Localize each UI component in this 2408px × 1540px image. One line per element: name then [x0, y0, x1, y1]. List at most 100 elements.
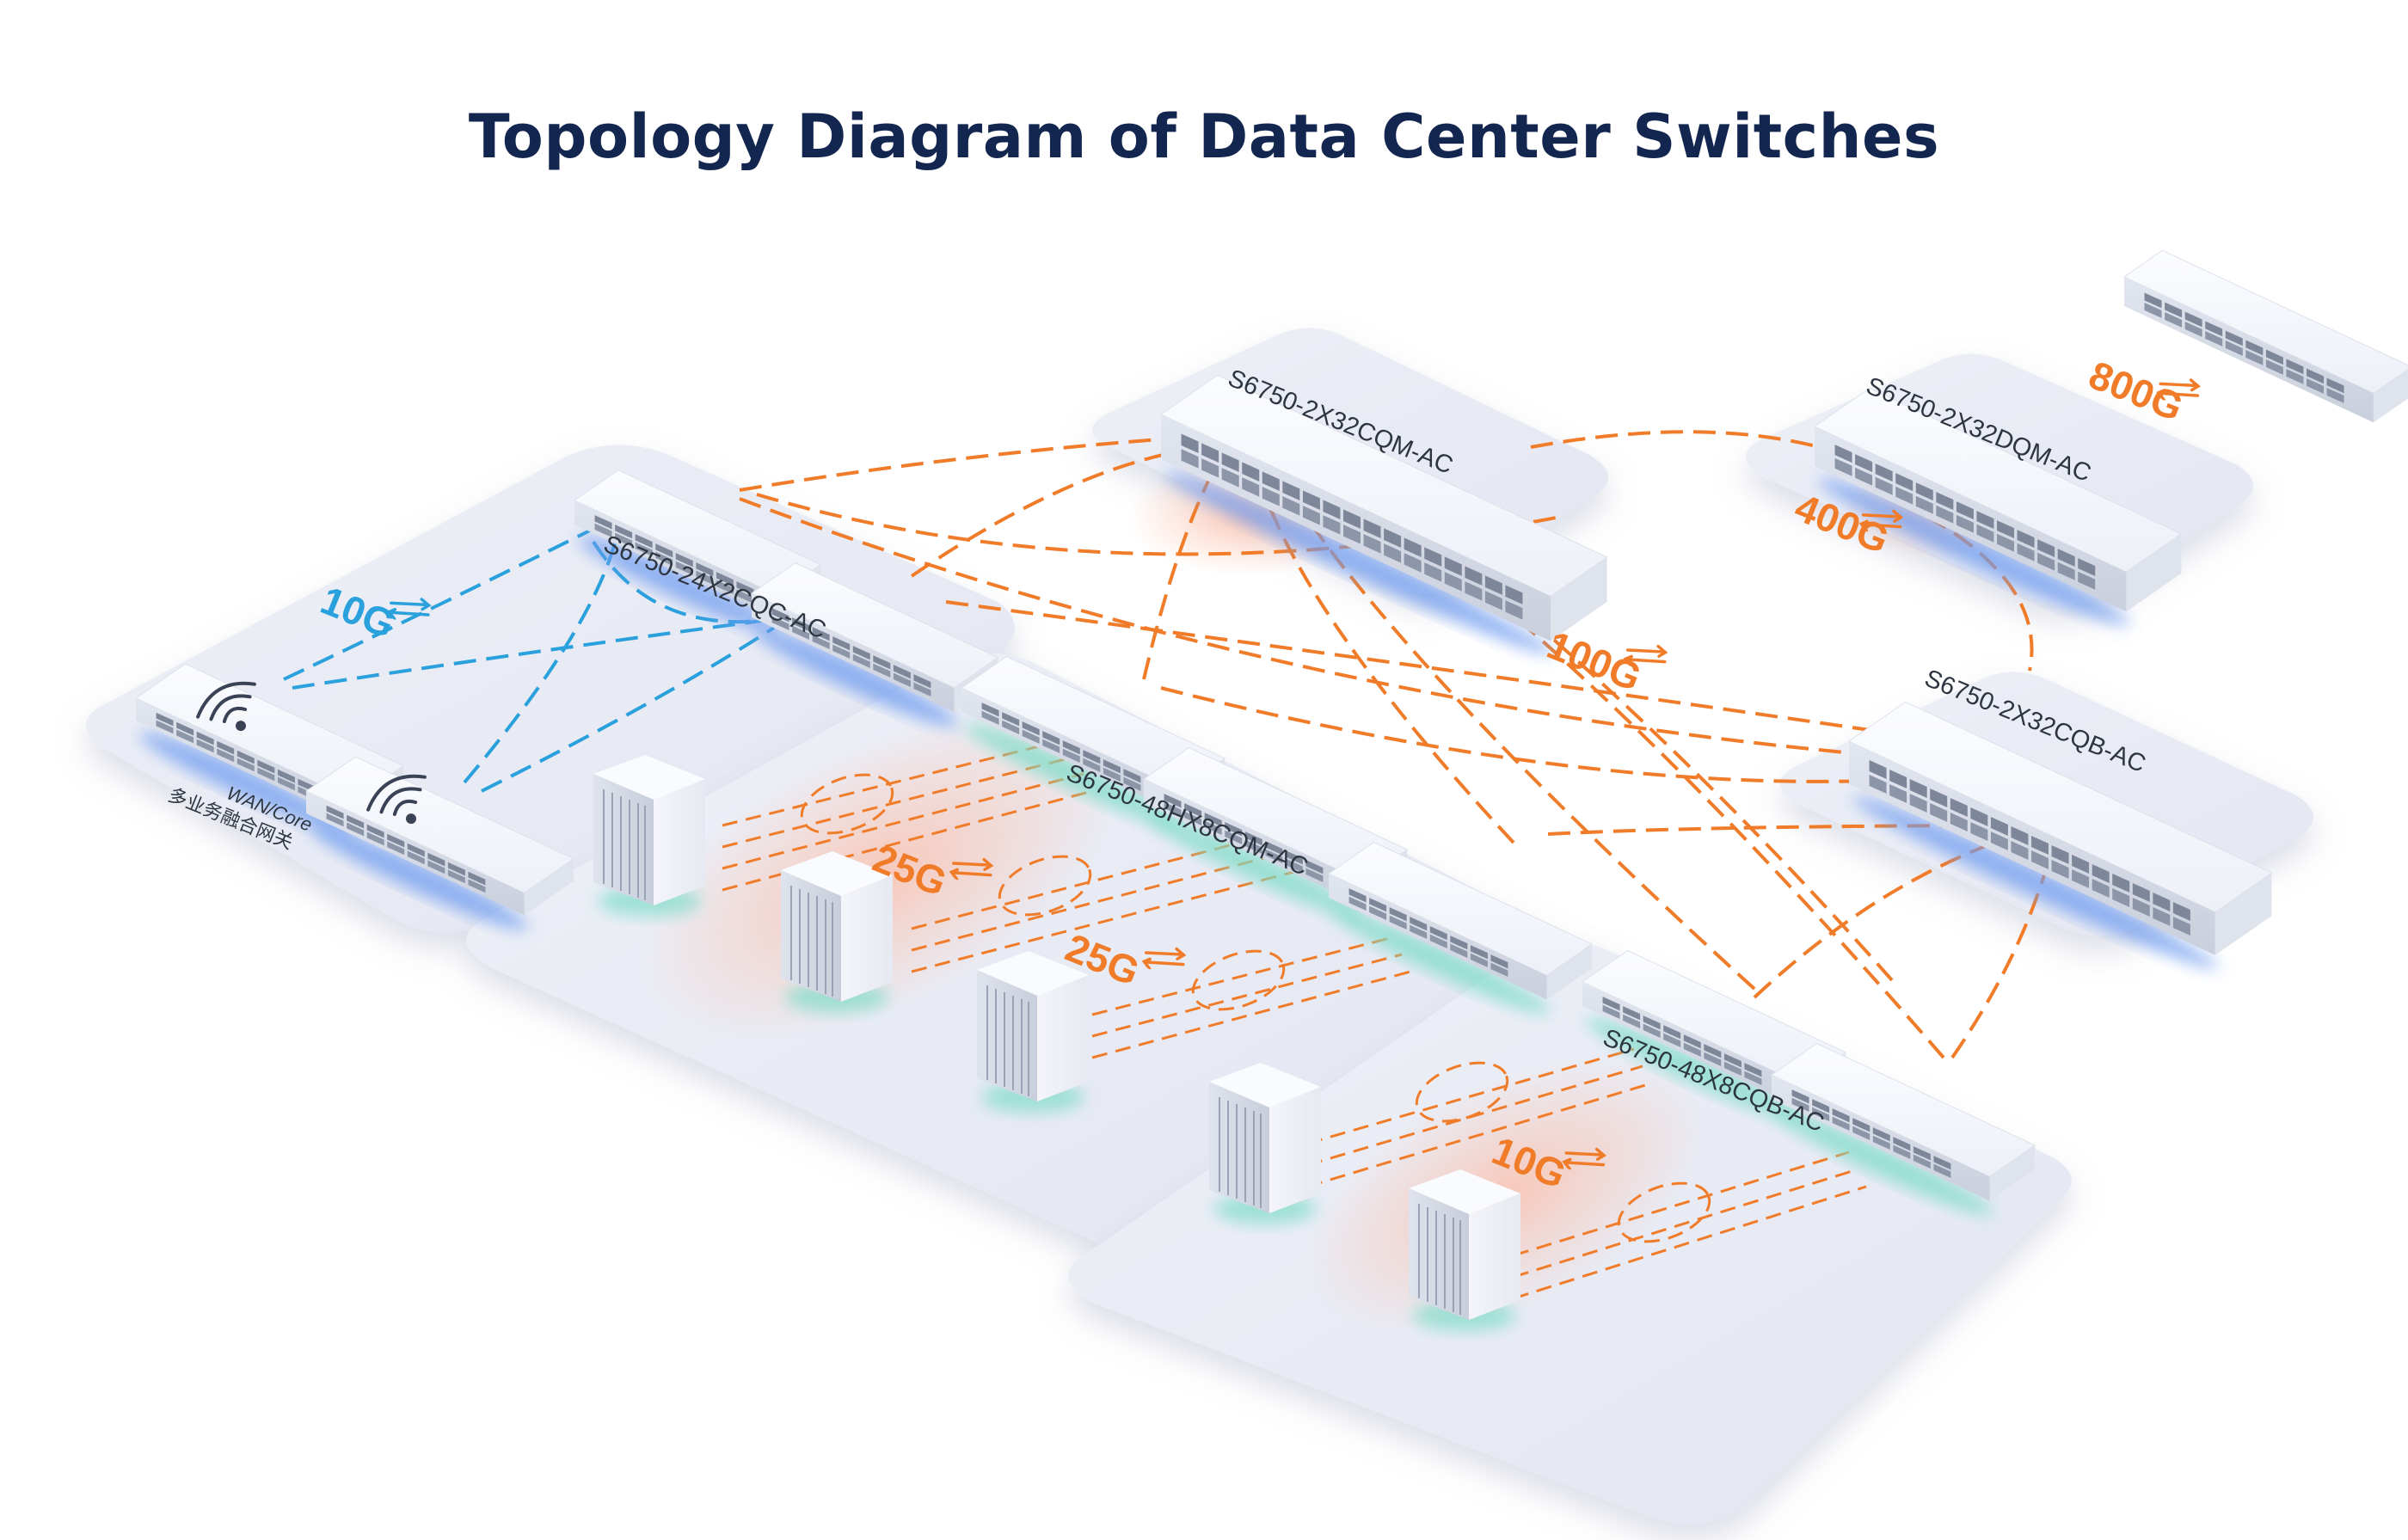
switch-port-icon	[1889, 783, 1907, 803]
switch-port-icon	[1832, 1116, 1850, 1131]
switch-port-icon	[1976, 511, 1994, 530]
switch-port-icon	[1602, 997, 1620, 1011]
switch-port-icon	[2072, 868, 2090, 888]
switch-port-icon	[468, 879, 486, 893]
switch-port-icon	[1184, 811, 1202, 825]
switch-port-icon	[366, 831, 384, 846]
gateway-wifi-2	[305, 756, 575, 930]
switch-port-icon	[1221, 468, 1239, 488]
devices	[135, 249, 2408, 1331]
switch-port-icon	[1855, 454, 1873, 473]
switch-port-icon	[1062, 748, 1080, 763]
switch-port-icon	[196, 739, 214, 753]
switch-port-icon	[196, 731, 214, 745]
switch-port-icon	[1812, 1107, 1830, 1121]
link-25g	[911, 832, 1274, 930]
link-25g	[1091, 936, 1394, 1016]
switch-port-icon	[1305, 868, 1324, 882]
switch-port-icon	[1915, 495, 1933, 514]
switch-port-icon	[1930, 802, 1948, 822]
switch-port-icon	[1429, 926, 1447, 941]
switch-port-icon	[1204, 813, 1222, 827]
link-25g	[1091, 970, 1411, 1059]
switch-port-icon	[387, 833, 405, 848]
switch-port-icon	[1602, 1004, 1620, 1019]
switch-port-icon	[1643, 1023, 1661, 1038]
switch-port-icon	[2144, 292, 2162, 309]
switch-port-icon	[716, 572, 734, 586]
switch-port-icon	[812, 635, 830, 649]
switch-port-icon	[635, 534, 653, 549]
switch-port-icon	[1369, 898, 1387, 912]
switch-port-icon	[1812, 1099, 1830, 1114]
switch-port-icon	[1490, 954, 1508, 969]
switch-port-icon	[1704, 1044, 1722, 1058]
link-10g	[1513, 1150, 1850, 1257]
switch-port-icon	[1282, 481, 1300, 500]
switch-port-icon	[1083, 750, 1101, 764]
switch-port-icon	[832, 636, 851, 651]
switch-port-icon	[2057, 561, 2075, 580]
switch-port-icon	[1262, 487, 1280, 506]
switch-port-icon	[1444, 572, 1462, 592]
switch-port-icon	[1204, 820, 1222, 835]
switch-port-icon	[1490, 962, 1508, 977]
switch-port-icon	[1791, 1089, 1809, 1104]
switch-port-icon	[1404, 537, 1422, 557]
switch-port-icon	[1976, 524, 1994, 543]
switch-port-icon	[1893, 1137, 1911, 1151]
switch-port-icon	[1465, 581, 1483, 601]
switch-port-icon	[1384, 543, 1402, 563]
switch-port-icon	[1363, 518, 1381, 538]
switch-port-icon	[1744, 1063, 1762, 1077]
switch-port-icon	[981, 703, 999, 717]
switch-port-icon	[1855, 467, 1873, 486]
link-10g-wan	[292, 617, 775, 690]
switch-port-icon	[2307, 378, 2325, 394]
switch-port-icon	[675, 561, 693, 575]
switch-port-icon	[387, 841, 405, 856]
switch-port-icon	[1990, 831, 2008, 850]
switch-port-icon	[1083, 758, 1101, 772]
switch-port-icon	[1265, 841, 1283, 856]
switch-port-icon	[1623, 1014, 1641, 1028]
switch-port-icon	[468, 871, 486, 886]
switch-port-icon	[2153, 906, 2171, 926]
switch-port-icon	[1909, 793, 1927, 813]
switch-port-icon	[615, 525, 633, 539]
switch-port-icon	[1744, 1071, 1762, 1085]
link-10g	[1513, 1168, 1858, 1279]
link-100g	[739, 497, 1893, 758]
switch-port-icon	[156, 720, 174, 734]
switch-port-icon	[913, 674, 931, 689]
switch-port-icon	[1909, 778, 1927, 798]
switch-port-icon	[1429, 934, 1447, 948]
switch-port-icon	[1265, 849, 1283, 863]
switch-port-icon	[277, 776, 295, 791]
bundle-ring	[998, 855, 1092, 917]
switch-port-icon	[1285, 858, 1303, 873]
switch-port-icon	[1262, 471, 1280, 491]
switch-port-icon	[1410, 924, 1428, 939]
link-10g	[1306, 1047, 1635, 1145]
link-25g	[722, 755, 1076, 849]
switch-port-icon	[792, 617, 810, 632]
switch-port-icon	[1343, 509, 1361, 529]
server-rack-icon	[1209, 1063, 1321, 1213]
switch-port-icon	[1348, 888, 1367, 903]
server-rack-icon	[593, 755, 705, 905]
link-100g	[910, 445, 1205, 578]
link-100g	[945, 600, 1936, 741]
switch-port-icon	[1103, 759, 1121, 774]
switch-port-icon	[2286, 369, 2304, 384]
switch-port-icon	[1484, 591, 1502, 610]
switch-port-icon	[1042, 739, 1060, 753]
switch-port-icon	[1042, 731, 1060, 745]
switch-port-icon	[1663, 1025, 1681, 1040]
switch-port-icon	[1893, 1144, 1911, 1159]
switch-port-icon	[1872, 1127, 1890, 1142]
switch-port-icon	[1895, 473, 1914, 492]
links-server	[722, 738, 1867, 1300]
switch-port-icon	[2017, 530, 2035, 549]
switch-port-icon	[873, 655, 891, 670]
